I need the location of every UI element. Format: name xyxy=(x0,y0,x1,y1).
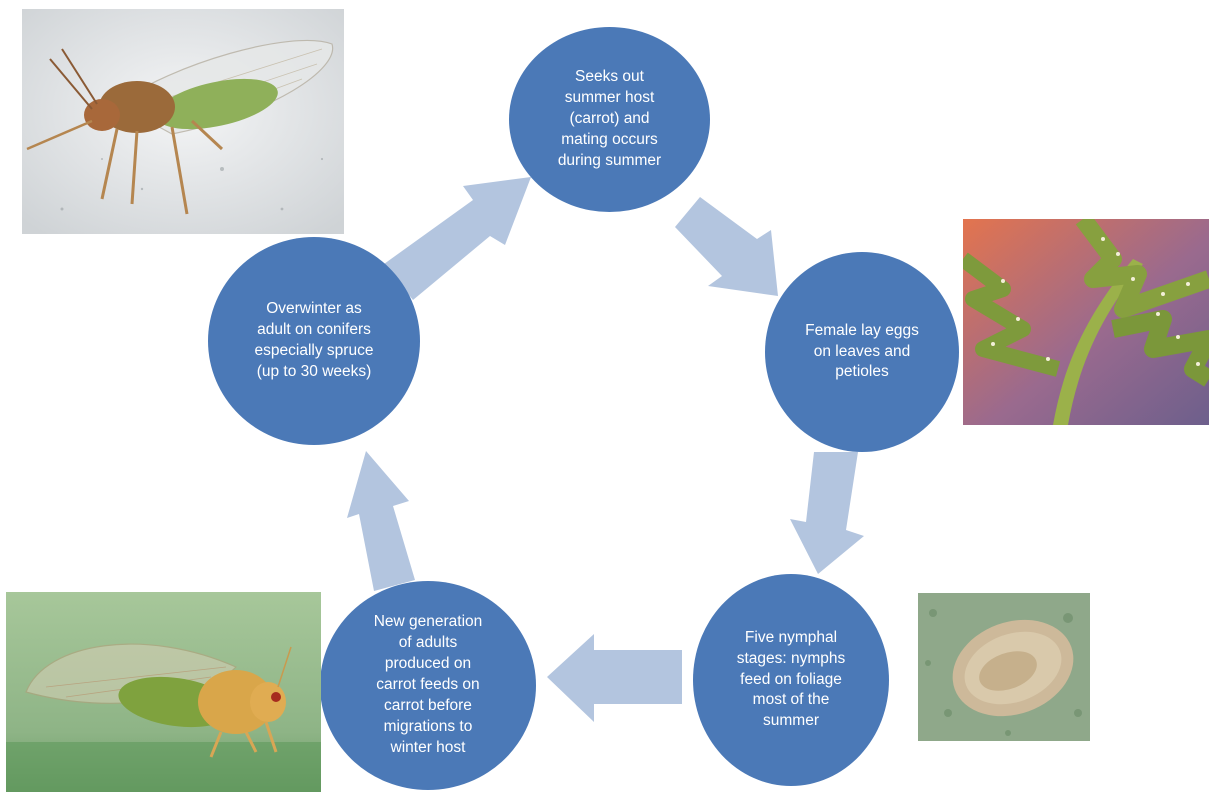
stage-eggs-circle: Female lay eggs on leaves and petioles xyxy=(765,252,959,452)
stage-nymphs-circle: Five nymphal stages: nymphs feed on foli… xyxy=(693,574,889,786)
stage-overwinter-text: Overwinter as adult on conifers especial… xyxy=(255,299,374,383)
arrow-br-to-bottom xyxy=(547,634,682,722)
stage-eggs-text: Female lay eggs on leaves and petioles xyxy=(805,321,919,384)
stage-summer-host-circle: Seeks out summer host (carrot) and matin… xyxy=(509,27,710,212)
carrot-leaf-eggs-photo xyxy=(963,219,1209,425)
arrow-right-to-br xyxy=(790,452,864,574)
stage-new-generation-circle: New generation of adults produced on car… xyxy=(320,581,536,790)
stage-overwinter-circle: Overwinter as adult on conifers especial… xyxy=(208,237,420,445)
adult-psyllid-photo xyxy=(22,9,344,234)
arrow-left-to-top xyxy=(384,177,531,300)
arrow-bottom-to-left xyxy=(347,451,415,591)
arrow-top-to-right xyxy=(675,197,778,296)
stage-nymphs-text: Five nymphal stages: nymphs feed on foli… xyxy=(737,628,846,733)
stage-new-generation-text: New generation of adults produced on car… xyxy=(374,612,483,758)
new-adult-psyllid-photo xyxy=(6,592,321,792)
nymph-photo xyxy=(918,593,1090,741)
stage-summer-host-text: Seeks out summer host (carrot) and matin… xyxy=(558,67,661,172)
